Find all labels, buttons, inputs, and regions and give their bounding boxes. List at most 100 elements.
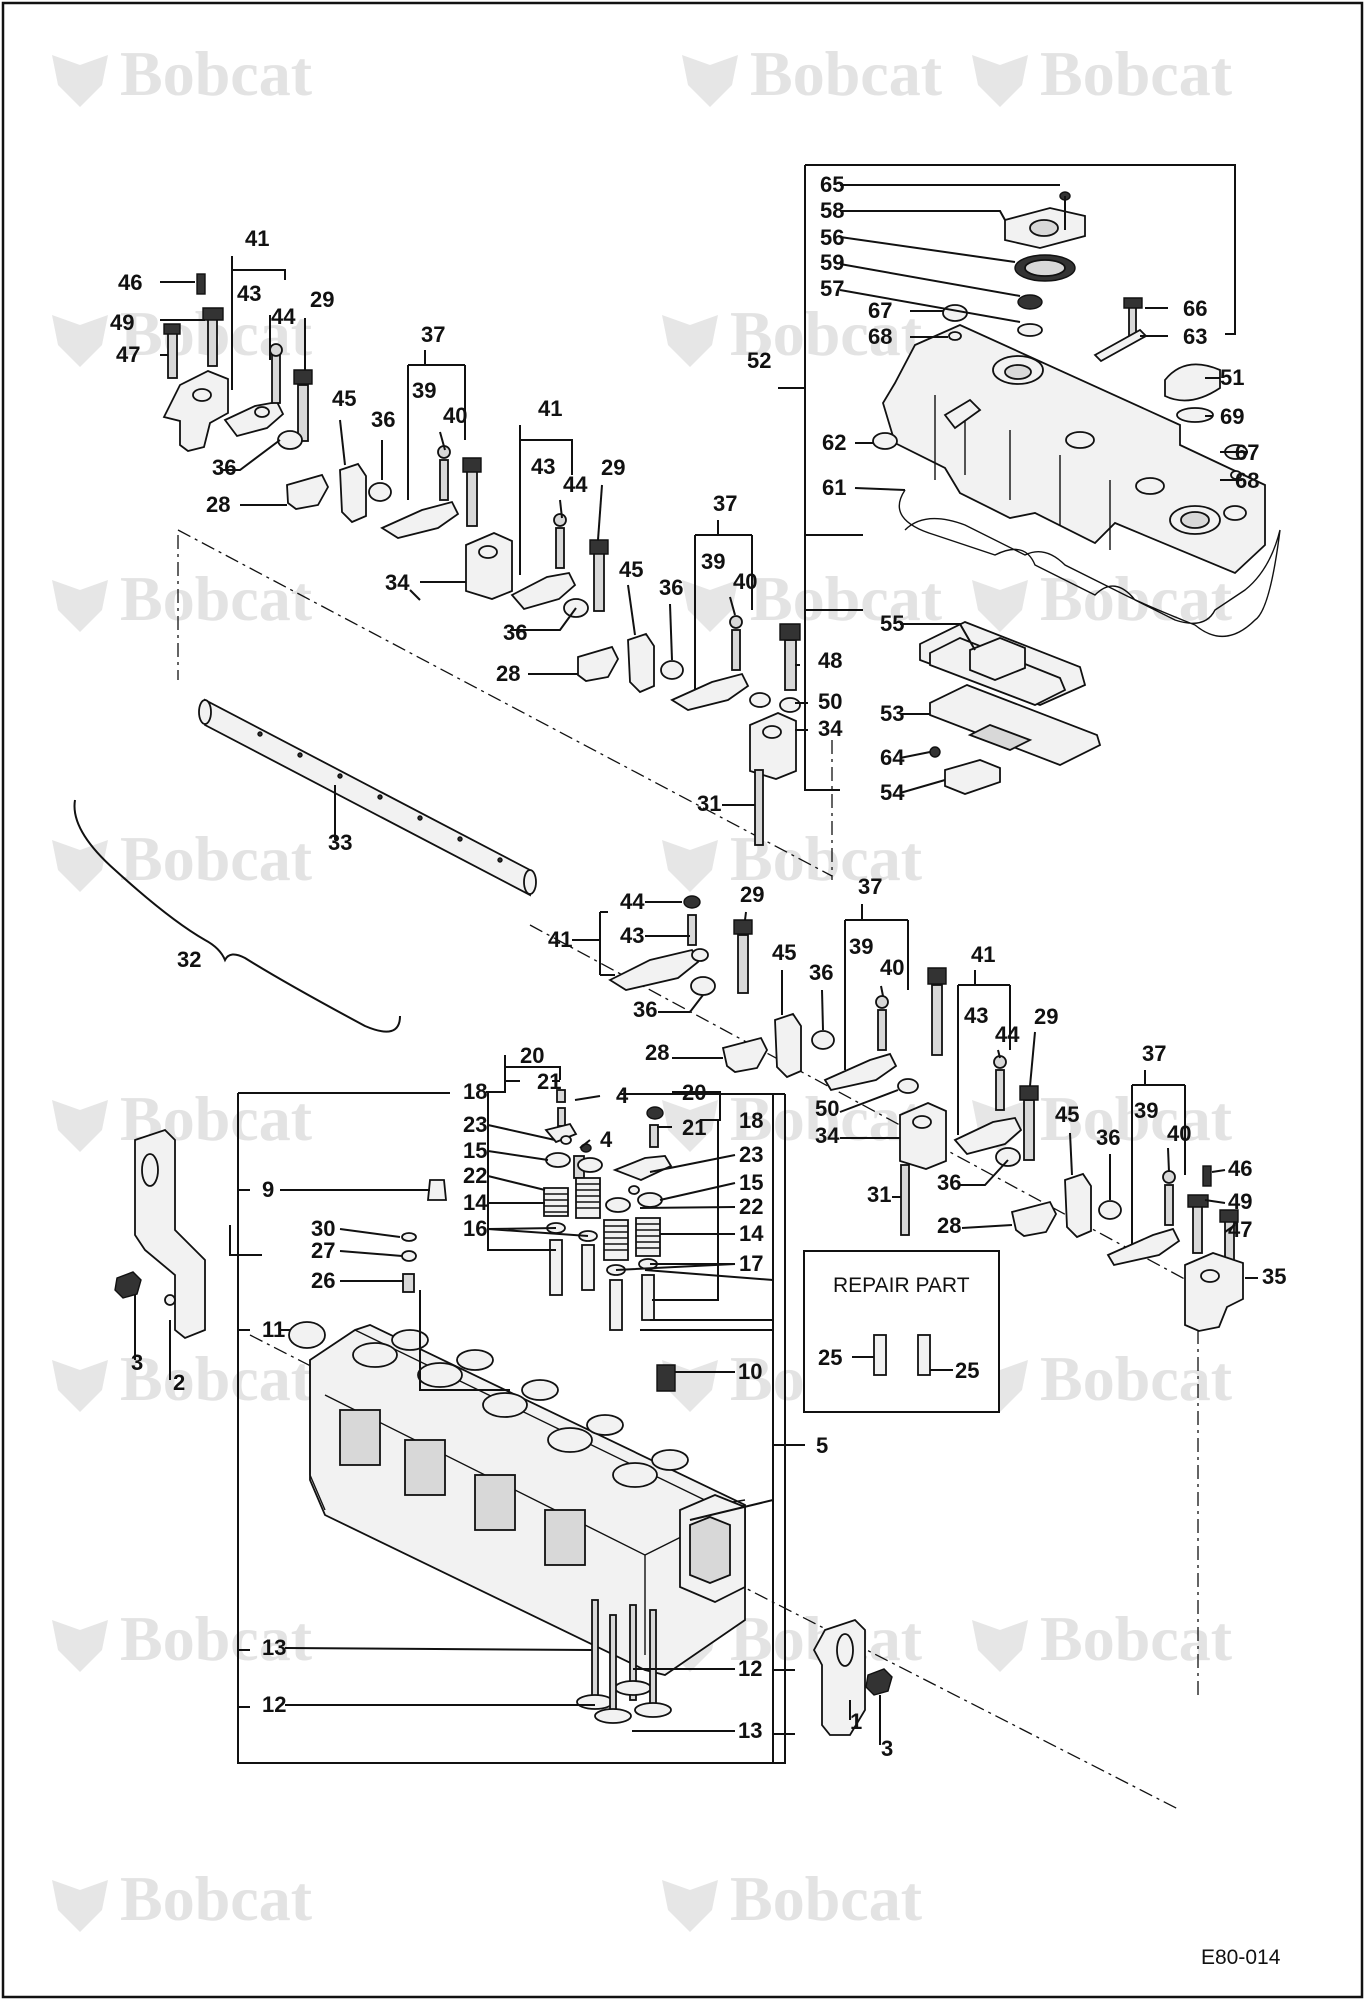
- callout-43: 43: [531, 454, 555, 479]
- callout-41: 41: [548, 927, 572, 952]
- callout-64: 64: [880, 745, 905, 770]
- callout-49: 49: [110, 310, 134, 335]
- cylinder-head-group: [114, 1089, 893, 1764]
- watermark-logo: Bobcat: [972, 38, 1233, 109]
- callout-44: 44: [563, 472, 588, 497]
- callout-1: 1: [850, 1709, 862, 1734]
- callout-46: 46: [1228, 1156, 1252, 1181]
- callout-17: 17: [739, 1251, 763, 1276]
- callout-68: 68: [1235, 468, 1259, 493]
- bobcat-head-icon: [52, 1880, 108, 1932]
- callout-37: 37: [1142, 1041, 1166, 1066]
- callout-12: 12: [262, 1692, 286, 1717]
- callout-22: 22: [463, 1163, 487, 1188]
- callout-48: 48: [818, 648, 842, 673]
- callout-36: 36: [212, 455, 236, 480]
- callout-59: 59: [820, 250, 844, 275]
- callout-5: 5: [816, 1433, 828, 1458]
- bobcat-head-icon: [52, 1100, 108, 1152]
- callout-13: 13: [738, 1718, 762, 1743]
- bobcat-head-icon: [662, 315, 718, 367]
- watermark-logo: Bobcat: [52, 1863, 313, 1934]
- watermark-logo: Bobcat: [52, 1603, 313, 1674]
- callout-53: 53: [880, 701, 904, 726]
- bobcat-head-icon: [52, 1620, 108, 1672]
- callout-36: 36: [371, 407, 395, 432]
- callout-36: 36: [1096, 1125, 1120, 1150]
- callout-20: 20: [682, 1080, 706, 1105]
- callout-36: 36: [659, 575, 683, 600]
- callout-28: 28: [206, 492, 230, 517]
- callout-36: 36: [503, 620, 527, 645]
- callout-11: 11: [262, 1317, 285, 1342]
- callout-39: 39: [412, 378, 436, 403]
- callout-35: 35: [1262, 1264, 1286, 1289]
- watermark-logo: Bobcat: [682, 38, 943, 109]
- callout-21: 21: [682, 1115, 706, 1140]
- watermark-brand: Bobcat: [120, 563, 313, 634]
- watermark-brand: Bobcat: [1040, 563, 1233, 634]
- callout-58: 58: [820, 198, 844, 223]
- watermark-brand: Bobcat: [1040, 1083, 1233, 1154]
- callout-14: 14: [739, 1221, 764, 1246]
- callout-29: 29: [740, 882, 764, 907]
- callout-39: 39: [1134, 1098, 1158, 1123]
- watermark-logo: Bobcat: [662, 298, 923, 369]
- callout-65: 65: [820, 172, 844, 197]
- callout-41: 41: [538, 396, 562, 421]
- callout-47: 47: [1228, 1217, 1252, 1242]
- callout-41: 41: [971, 942, 995, 967]
- callout-13: 13: [262, 1635, 286, 1660]
- callout-9: 9: [262, 1177, 274, 1202]
- callout-labels: 4641434449294737394045363628414344293445…: [110, 172, 1286, 1761]
- callout-39: 39: [849, 934, 873, 959]
- watermark-brand: Bobcat: [1040, 1343, 1233, 1414]
- watermark-brand: Bobcat: [750, 38, 943, 109]
- callout-3: 3: [131, 1350, 143, 1375]
- callout-55: 55: [880, 611, 904, 636]
- callout-33: 33: [328, 830, 352, 855]
- watermark-brand: Bobcat: [730, 1863, 923, 1934]
- figure-code: E80-014: [1201, 1946, 1281, 1969]
- callout-49: 49: [1228, 1189, 1252, 1214]
- callout-28: 28: [937, 1213, 961, 1238]
- bobcat-head-icon: [662, 840, 718, 892]
- callout-61: 61: [822, 475, 846, 500]
- watermark-logo: Bobcat: [662, 823, 923, 894]
- callout-34: 34: [385, 570, 410, 595]
- callout-40: 40: [443, 403, 467, 428]
- callout-34: 34: [818, 716, 843, 741]
- callout-51: 51: [1220, 365, 1244, 390]
- callout-18: 18: [463, 1079, 487, 1104]
- watermark-brand: Bobcat: [120, 1343, 313, 1414]
- bobcat-head-icon: [972, 580, 1028, 632]
- leaders-cylinder-head: [134, 1055, 881, 1745]
- leaders-upper-left: [160, 256, 808, 840]
- bobcat-head-icon: [972, 1620, 1028, 1672]
- callout-43: 43: [237, 281, 261, 306]
- callout-2: 2: [173, 1370, 185, 1395]
- callout-45: 45: [332, 386, 356, 411]
- callout-56: 56: [820, 225, 844, 250]
- callout-31: 31: [697, 791, 721, 816]
- callout-27: 27: [311, 1238, 335, 1263]
- callout-4: 4: [616, 1083, 629, 1108]
- callout-62: 62: [822, 430, 846, 455]
- callout-44: 44: [995, 1022, 1020, 1047]
- leaders-valve-cover: [839, 184, 1248, 794]
- callout-37: 37: [858, 874, 882, 899]
- callout-44: 44: [620, 889, 645, 914]
- callout-43: 43: [620, 923, 644, 948]
- callout-21: 21: [537, 1069, 561, 1094]
- callout-16: 16: [463, 1216, 487, 1241]
- callout-32: 32: [177, 947, 201, 972]
- callout-12: 12: [738, 1656, 762, 1681]
- callout-39: 39: [701, 549, 725, 574]
- repair-part-box: REPAIR PART 25 25: [803, 1250, 1000, 1413]
- callout-15: 15: [739, 1170, 763, 1195]
- callout-15: 15: [463, 1138, 487, 1163]
- repair-part-title: REPAIR PART: [833, 1274, 970, 1297]
- bobcat-head-icon: [662, 1880, 718, 1932]
- callout-67: 67: [868, 298, 892, 323]
